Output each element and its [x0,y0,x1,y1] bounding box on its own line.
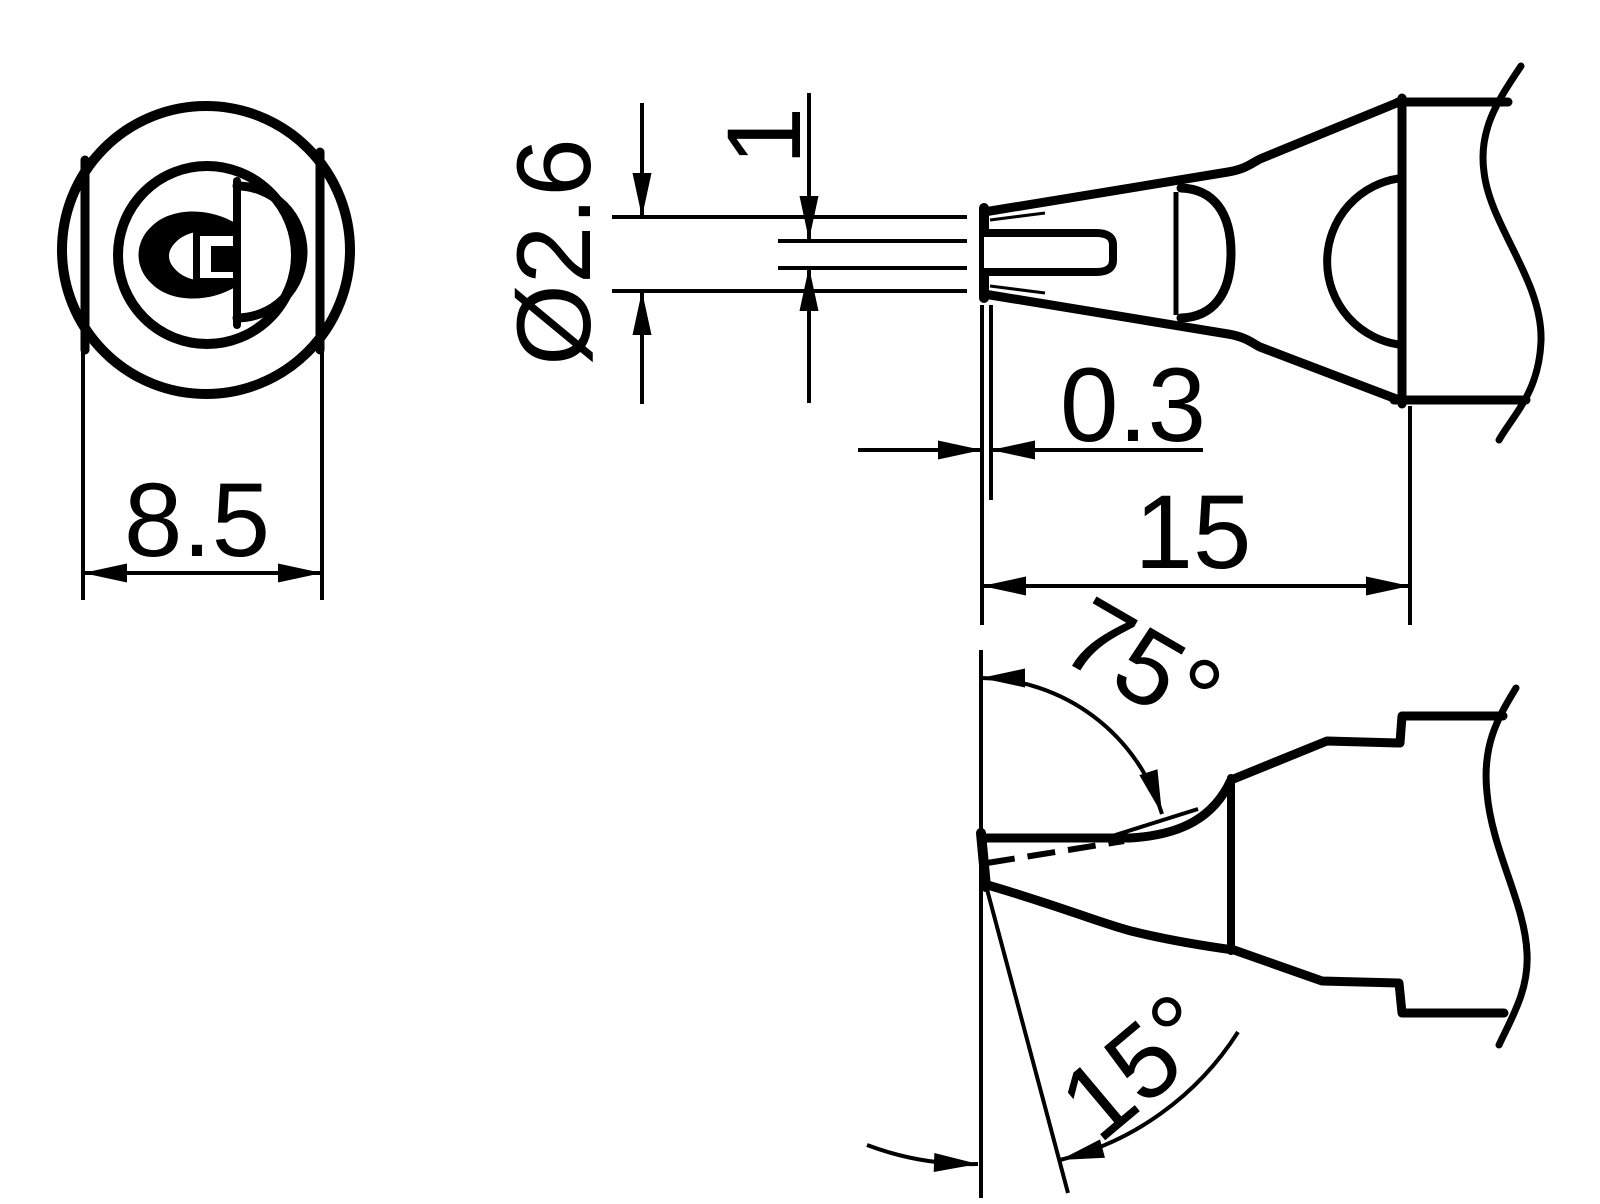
dim-tip-diameter-label: Ø2.6 [496,138,613,366]
dim-tip-diameter: Ø2.6 [496,103,652,404]
arrowhead [799,267,819,311]
arrowhead [981,668,1025,688]
break-line [1479,62,1545,444]
arrowhead [632,173,652,217]
plating-edge [989,284,1046,295]
dim-end-diameter: 8.5 [81,352,324,600]
face-top-edge [976,775,1236,843]
dim-taper-angle-label: 15° [1039,971,1236,1163]
arrowhead [278,563,322,583]
dim-slot-width-label: 1 [706,107,823,165]
outer-circle [57,101,355,399]
dim-face-angle: 75° [980,575,1240,840]
arrowhead [1366,576,1410,596]
arrowhead [938,440,982,460]
groove-recess-box [193,229,241,285]
dim-taper-angle: 15° [866,877,1240,1194]
plating-edge [989,211,1046,222]
groove-slot-mark [211,246,237,272]
angle-leg [1105,807,1199,840]
break-line [1482,684,1531,1049]
bore-dome [1323,174,1406,349]
dim-tip-length: 15 [982,406,1412,625]
arrowhead [632,291,652,335]
angle-leg [982,877,1070,1194]
inner-circle [113,161,301,349]
side-view: Ø2.6 1 0.3 [496,62,1545,625]
neck-top-edge [1226,711,1508,785]
d-arc [232,181,308,323]
arrowhead [1060,1139,1105,1160]
dim-end-diameter-label: 8.5 [124,462,270,579]
hidden-groove-line [986,838,1125,866]
dim-tip-length-label: 15 [1135,474,1252,591]
arrowhead [933,1152,978,1172]
arrowhead [83,563,127,583]
arrowhead [1139,769,1162,814]
groove-slot [980,229,1117,276]
sleeve-dome [1176,183,1236,323]
dim-face-angle-label: 75° [1044,575,1240,756]
end-view: 8.5 [57,101,355,600]
arrowhead [991,440,1035,460]
bottom-taper-edge [979,879,1509,1018]
dim-recess-depth: 0.3 [858,305,1206,625]
arrowhead [982,576,1026,596]
tip-bottom-edge [979,289,1404,405]
dim-recess-depth-label: 0.3 [1060,347,1206,464]
profile-view: 75° 15° [866,575,1531,1198]
tip-top-edge [979,97,1404,217]
arrowhead [799,196,819,240]
dim-slot-width: 1 [706,93,823,403]
